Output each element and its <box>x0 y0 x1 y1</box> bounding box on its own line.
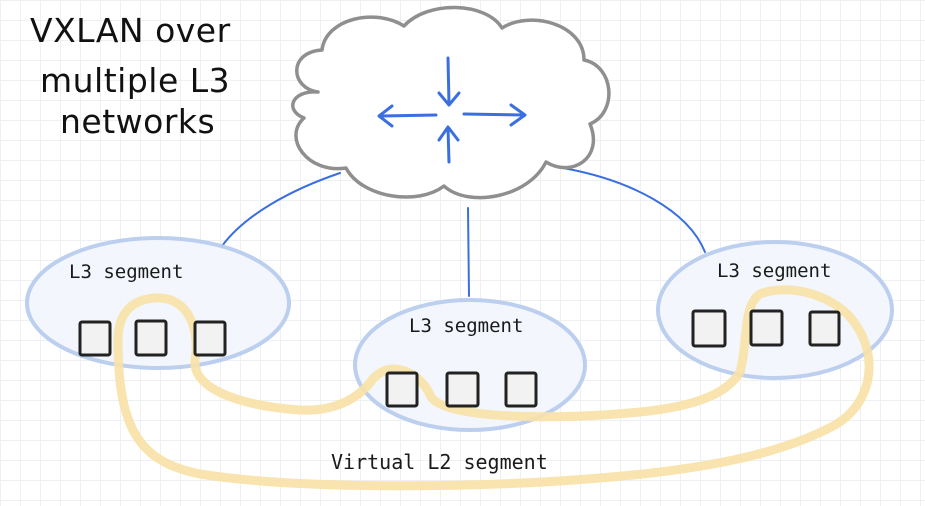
link-center <box>467 207 470 297</box>
host-icon <box>445 371 480 408</box>
host-icon <box>504 371 538 408</box>
host-icon <box>134 319 168 357</box>
arrow-right-shaft <box>462 112 526 117</box>
link-left <box>221 172 341 247</box>
host-icon <box>78 320 112 357</box>
host-icon <box>193 320 227 357</box>
routing-arrows-icon <box>377 56 527 164</box>
host-icon <box>691 309 727 348</box>
title-line-2: multiple L3 <box>40 61 230 100</box>
diagram-title: VXLAN over multiple L3 networks <box>30 11 231 141</box>
host-icon <box>808 310 841 347</box>
arrow-right-head <box>509 103 527 127</box>
link-right <box>562 167 706 253</box>
network-links <box>221 167 706 297</box>
arrow-left-head <box>377 104 394 128</box>
virtual-l2-label: Virtual L2 segment <box>331 450 548 474</box>
host-icon <box>749 309 784 347</box>
arrow-up-head <box>437 125 460 142</box>
host-icon <box>385 371 419 408</box>
arrow-down-head <box>437 91 461 107</box>
hosts <box>78 309 841 408</box>
virtual-l2-segment <box>113 285 874 491</box>
arrow-down-shaft <box>446 56 451 106</box>
title-line-3: networks <box>60 102 215 141</box>
cloud-network <box>291 5 611 200</box>
segment-label-center: L3 segment <box>409 315 523 337</box>
arrow-up-shaft <box>446 126 451 164</box>
segment-label-right: L3 segment <box>717 260 831 282</box>
title-line-1: VXLAN over <box>30 11 231 50</box>
arrow-left-shaft <box>378 113 438 118</box>
segment-label-left: L3 segment <box>69 261 183 283</box>
